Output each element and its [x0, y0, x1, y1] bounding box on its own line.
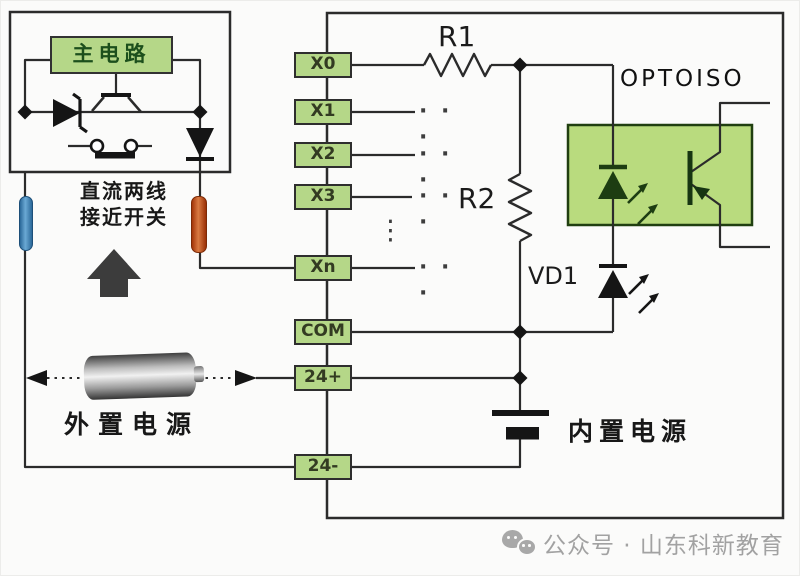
battery-body — [83, 352, 197, 401]
sensor-caption-line1: 直流两线 — [80, 179, 168, 203]
main-circuit-label-box: 主电路 — [50, 36, 173, 74]
up-arrow-icon — [87, 249, 141, 297]
sensor-box — [8, 10, 232, 174]
terminal-x3: X3 — [294, 184, 352, 210]
dashed-arrow-left-icon — [26, 370, 47, 386]
internal-supply-label: 内置电源 — [568, 417, 693, 446]
label-r1: R1 — [438, 20, 476, 53]
terminal-x0: X0 — [294, 52, 352, 78]
resistor-r1-icon — [422, 52, 493, 78]
battery-symbol-icon — [492, 410, 549, 440]
dots-x2: · · · — [419, 142, 453, 193]
terminal-24p: 24+ — [294, 365, 352, 391]
vd1-led-icon — [598, 264, 659, 314]
red-wire-bar — [191, 196, 207, 253]
blue-wire-bar — [19, 196, 33, 251]
optoiso-box — [566, 123, 754, 227]
watermark-text: 公众号 · 山东科新教育 — [543, 533, 784, 559]
battery-terminal-nub — [193, 365, 205, 383]
dots-vertical: ⋮ — [377, 215, 404, 246]
terminal-24n: 24- — [294, 454, 352, 480]
terminal-x1: X1 — [294, 99, 352, 125]
dots-x1: · · · — [419, 99, 453, 150]
resistor-r2-icon — [507, 172, 533, 243]
external-supply-label: 外置电源 — [64, 410, 201, 439]
terminal-xn: Xn — [294, 255, 352, 281]
phototransistor-icon — [687, 151, 710, 205]
wechat-icon — [502, 529, 537, 557]
zener-diode-icon — [53, 92, 88, 134]
label-optoiso: OPTOISO — [620, 66, 745, 92]
optoiso-led-icon — [598, 164, 658, 225]
wires — [23, 58, 770, 469]
sensor-caption: 直流两线 接近开关 — [58, 178, 190, 230]
sensor-caption-line2: 接近开关 — [80, 205, 168, 229]
terminal-x2: X2 — [294, 142, 352, 168]
diode-icon — [186, 128, 214, 161]
dots-xn: · · · — [419, 255, 453, 306]
external-battery-image — [83, 352, 206, 401]
watermark: 公众号 · 山东科新教育 — [502, 526, 784, 560]
label-vd1: VD1 — [528, 262, 579, 290]
terminal-com: COM — [294, 319, 352, 345]
label-r2: R2 — [458, 182, 496, 215]
junction-dots — [17, 57, 528, 386]
switch-icon — [89, 138, 139, 159]
dots-x3: · · · — [419, 184, 453, 235]
dashed-arrow-right-icon — [235, 370, 257, 386]
